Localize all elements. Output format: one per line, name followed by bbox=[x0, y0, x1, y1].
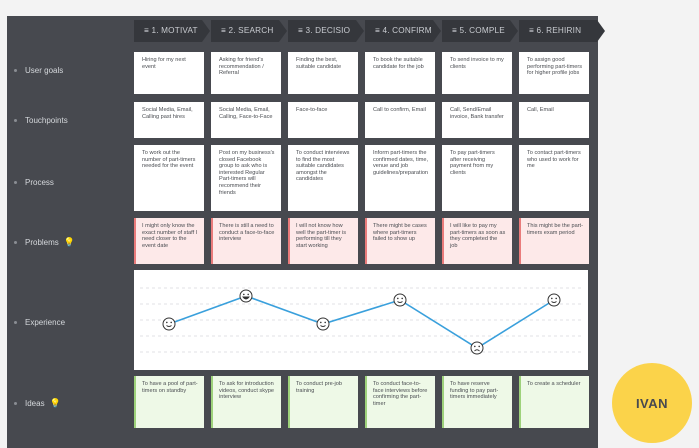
user-goals-card-1[interactable]: Hiring for my next event bbox=[134, 52, 204, 94]
neutral-face-icon bbox=[162, 317, 176, 331]
neutral-face-icon bbox=[316, 317, 330, 331]
bullet-icon bbox=[14, 401, 17, 405]
problems-card-4[interactable]: There might be cases where part-timers f… bbox=[365, 218, 435, 264]
ideas-card-1[interactable]: To have a pool of part-timers on standby bbox=[134, 376, 204, 428]
user-goals-card-2[interactable]: Asking for friend's recommendation / Ref… bbox=[211, 52, 281, 94]
ideas-card-3[interactable]: To conduct pre-job training bbox=[288, 376, 358, 428]
process-card-2[interactable]: Post on my business's closed Facebook gr… bbox=[211, 145, 281, 211]
bullet-icon bbox=[14, 118, 17, 122]
phase-header-2[interactable]: ≡ 2. SEARCH bbox=[211, 20, 287, 42]
ideas-card-2[interactable]: To ask for introduction videos, conduct … bbox=[211, 376, 281, 428]
touchpoints-card-2[interactable]: Social Media, Email, Calling, Face-to-Fa… bbox=[211, 102, 281, 138]
row-label-experience: Experience bbox=[14, 316, 65, 328]
row-label-ideas: Ideas 💡 bbox=[14, 397, 61, 409]
ivan-badge: IVAN bbox=[612, 363, 692, 443]
touchpoints-card-6[interactable]: Call, Email bbox=[519, 102, 589, 138]
bullet-icon bbox=[14, 68, 17, 72]
badge-text: IVAN bbox=[635, 395, 669, 411]
user-goals-card-5[interactable]: To send invoice to my clients bbox=[442, 52, 512, 94]
lightbulb-icon: 💡 bbox=[63, 236, 76, 247]
problems-card-5[interactable]: I will like to pay my part-timers as soo… bbox=[442, 218, 512, 264]
row-label-user-goals: User goals bbox=[14, 64, 63, 76]
neutral-face-icon bbox=[547, 293, 561, 307]
sad-face-icon bbox=[470, 341, 484, 355]
row-label-text: Touchpoints bbox=[25, 115, 68, 125]
neutral-face-icon bbox=[393, 293, 407, 307]
process-card-5[interactable]: To pay part-timers after receiving payme… bbox=[442, 145, 512, 211]
happy-face-icon bbox=[239, 289, 253, 303]
phase-header-6[interactable]: ≡ 6. REHIRIN bbox=[519, 20, 605, 42]
row-label-text: Problems bbox=[25, 237, 59, 247]
user-goals-card-3[interactable]: Finding the best, suitable candidate bbox=[288, 52, 358, 94]
row-label-text: Experience bbox=[25, 317, 66, 327]
touchpoints-card-4[interactable]: Call to confirm, Email bbox=[365, 102, 435, 138]
bullet-icon bbox=[14, 240, 17, 244]
user-goals-card-4[interactable]: To book the suitable candidate for the j… bbox=[365, 52, 435, 94]
process-card-4[interactable]: Inform part-timers the confirmed dates, … bbox=[365, 145, 435, 211]
lightbulb-icon: 💡 bbox=[49, 397, 61, 408]
row-label-text: User goals bbox=[25, 65, 64, 75]
row-label-text: Process bbox=[25, 177, 54, 187]
bullet-icon bbox=[14, 180, 17, 184]
phase-header-4[interactable]: ≡ 4. CONFIRM bbox=[365, 20, 441, 42]
touchpoints-card-5[interactable]: Call, Send/Email invoice, Bank transfer bbox=[442, 102, 512, 138]
process-card-6[interactable]: To contact part-timers who used to work … bbox=[519, 145, 589, 211]
problems-card-3[interactable]: I will not know how well the part-timer … bbox=[288, 218, 358, 264]
row-label-problems: Problems 💡 bbox=[14, 236, 75, 248]
ideas-card-5[interactable]: To have reserve funding to pay part-time… bbox=[442, 376, 512, 428]
ideas-card-6[interactable]: To create a scheduler bbox=[519, 376, 589, 428]
experience-curve-svg bbox=[140, 287, 582, 355]
problems-card-6[interactable]: This might be the part-timers exam perio… bbox=[519, 218, 589, 264]
process-card-1[interactable]: To work out the number of part-timers ne… bbox=[134, 145, 204, 211]
bullet-icon bbox=[14, 320, 17, 324]
experience-line bbox=[168, 295, 555, 349]
problems-card-2[interactable]: There is still a need to conduct a face-… bbox=[211, 218, 281, 264]
ideas-card-4[interactable]: To conduct face-to-face interviews befor… bbox=[365, 376, 435, 428]
phase-header-1[interactable]: ≡ 1. MOTIVAT bbox=[134, 20, 210, 42]
phase-header-3[interactable]: ≡ 3. DECISIO bbox=[288, 20, 364, 42]
problems-card-1[interactable]: I might only know the exact number of st… bbox=[134, 218, 204, 264]
row-label-text: Ideas bbox=[25, 398, 45, 408]
row-label-process: Process bbox=[14, 176, 54, 188]
phase-header-5[interactable]: ≡ 5. COMPLE bbox=[442, 20, 518, 42]
experience-chart bbox=[134, 270, 588, 370]
row-label-touchpoints: Touchpoints bbox=[14, 114, 68, 126]
touchpoints-card-1[interactable]: Social Media, Email, Calling past hires bbox=[134, 102, 204, 138]
process-card-3[interactable]: To conduct interviews to find the most s… bbox=[288, 145, 358, 211]
user-goals-card-6[interactable]: To assign good performing part-timers fo… bbox=[519, 52, 589, 94]
touchpoints-card-3[interactable]: Face-to-face bbox=[288, 102, 358, 138]
